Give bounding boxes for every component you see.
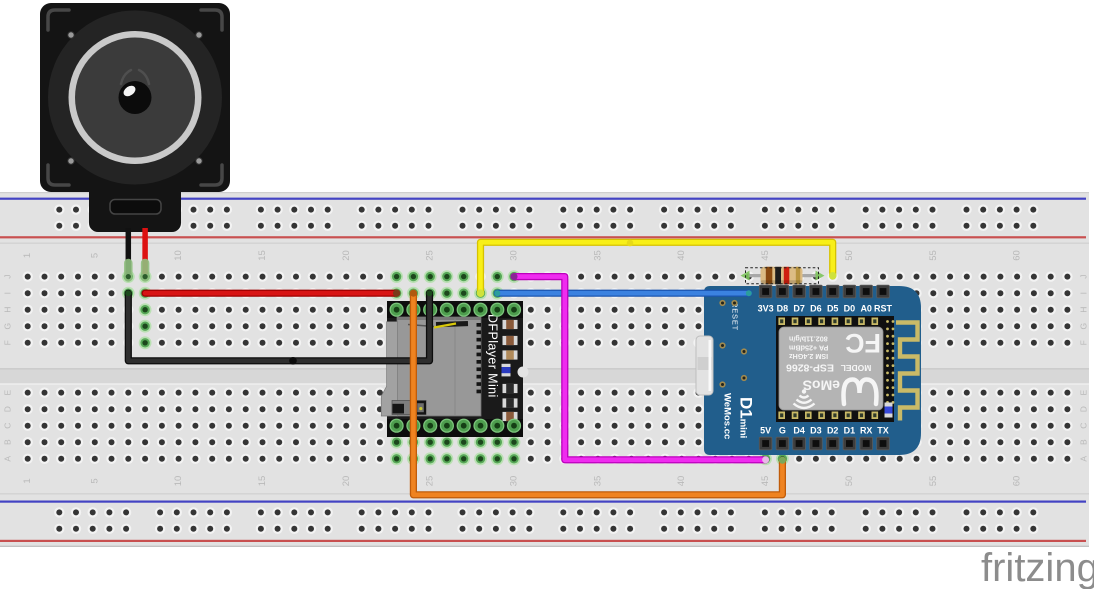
svg-text:ISM 2.4GHz: ISM 2.4GHz [789, 352, 829, 361]
svg-text:H: H [3, 307, 13, 313]
svg-text:TX: TX [877, 426, 889, 436]
svg-text:55: 55 [928, 250, 939, 261]
svg-text:D1: D1 [844, 426, 856, 436]
svg-text:B: B [3, 439, 13, 445]
svg-text:RST: RST [874, 304, 893, 314]
svg-text:20: 20 [341, 476, 352, 487]
svg-text:C: C [3, 423, 13, 429]
svg-text:802.11b/g/n: 802.11b/g/n [789, 335, 828, 344]
svg-text:20: 20 [341, 250, 352, 261]
svg-text:RESET: RESET [731, 302, 740, 331]
svg-text:FC: FC [845, 328, 881, 358]
svg-text:F: F [1079, 340, 1089, 345]
svg-text:ESP-8266: ESP-8266 [786, 362, 834, 374]
svg-text:D4: D4 [793, 426, 805, 436]
svg-text:30: 30 [509, 476, 520, 487]
svg-text:A: A [3, 456, 13, 462]
svg-text:eMoS: eMoS [803, 378, 840, 394]
svg-text:RX: RX [860, 426, 873, 436]
svg-text:C: C [1079, 423, 1089, 429]
svg-text:50: 50 [844, 250, 855, 261]
svg-text:35: 35 [592, 476, 603, 487]
svg-text:D5: D5 [827, 304, 839, 314]
svg-text:D7: D7 [793, 304, 805, 314]
svg-text:G: G [3, 323, 13, 330]
svg-text:40: 40 [676, 476, 687, 487]
svg-text:25: 25 [425, 250, 436, 261]
svg-text:E: E [1079, 389, 1089, 395]
svg-text:45: 45 [760, 250, 771, 261]
svg-text:5V: 5V [760, 426, 771, 436]
svg-text:G: G [1079, 323, 1089, 330]
svg-text:30: 30 [509, 250, 520, 261]
svg-text:F: F [3, 340, 13, 345]
svg-text:60: 60 [1012, 476, 1023, 487]
svg-text:1: 1 [22, 253, 33, 258]
svg-text:40: 40 [676, 250, 687, 261]
svg-text:D6: D6 [810, 304, 822, 314]
svg-text:D3: D3 [810, 426, 822, 436]
svg-text:J: J [1079, 274, 1089, 278]
svg-text:D0: D0 [844, 304, 856, 314]
svg-text:A: A [1079, 456, 1089, 462]
svg-text:I: I [1079, 292, 1089, 294]
svg-text:D8: D8 [777, 304, 789, 314]
svg-text:15: 15 [257, 250, 268, 261]
svg-text:PA +25dBm: PA +25dBm [789, 344, 828, 353]
svg-text:45: 45 [760, 476, 771, 487]
svg-text:15: 15 [257, 476, 268, 487]
svg-text:DFPlayer Mini: DFPlayer Mini [486, 314, 500, 398]
svg-text:H: H [1079, 307, 1089, 313]
svg-text:B: B [1079, 439, 1089, 445]
svg-text:25: 25 [425, 476, 436, 487]
svg-text:WeMos.cc: WeMos.cc [722, 393, 733, 439]
svg-text:5: 5 [89, 253, 100, 258]
svg-text:50: 50 [844, 476, 855, 487]
svg-text:fritzing: fritzing [981, 546, 1094, 589]
svg-text:60: 60 [1012, 250, 1023, 261]
svg-text:55: 55 [928, 476, 939, 487]
svg-text:I: I [3, 292, 13, 294]
svg-text:E: E [3, 389, 13, 395]
svg-text:D: D [1079, 406, 1089, 412]
svg-text:3V3: 3V3 [758, 304, 774, 314]
svg-text:J: J [3, 274, 13, 278]
svg-text:5: 5 [89, 478, 100, 483]
svg-text:1: 1 [22, 478, 33, 483]
svg-text:D: D [3, 406, 13, 412]
svg-text:10: 10 [173, 476, 184, 487]
svg-text:MODEL: MODEL [841, 363, 872, 373]
svg-text:10: 10 [173, 250, 184, 261]
svg-text:D2: D2 [827, 426, 839, 436]
svg-text:35: 35 [592, 250, 603, 261]
svg-text:G: G [779, 426, 786, 436]
svg-text:A0: A0 [860, 304, 872, 314]
